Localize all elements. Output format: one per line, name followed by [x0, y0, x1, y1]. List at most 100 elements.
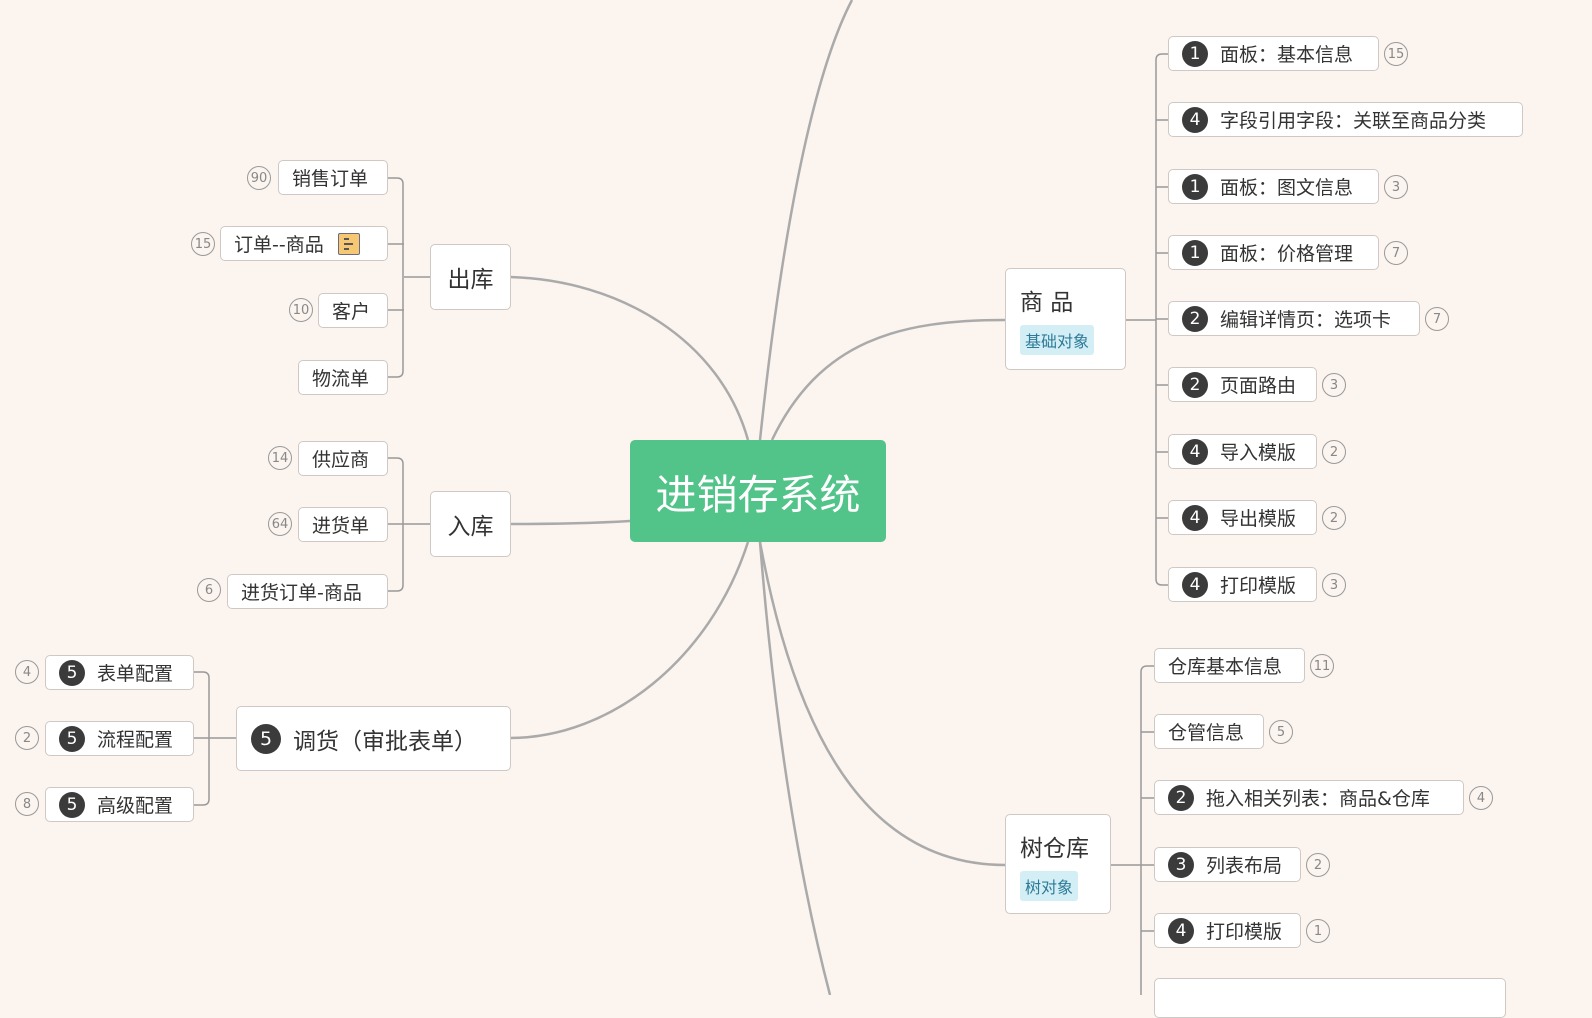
product-child-node[interactable]: 1 面板：基本信息 — [1168, 36, 1379, 71]
root-label: 进销存系统 — [655, 471, 861, 519]
node-label: 打印模版 — [1206, 921, 1283, 943]
product-child-node[interactable]: 2 编辑详情页：选项卡 — [1168, 301, 1420, 336]
child-count-badge: 11 — [1310, 654, 1334, 678]
product-child-node[interactable]: 1 面板：价格管理 — [1168, 235, 1379, 270]
priority-icon: 2 — [1182, 371, 1208, 398]
node-label: 进货订单-商品 — [241, 582, 362, 604]
node-label: 销售订单 — [292, 168, 369, 190]
node-label: 仓管信息 — [1168, 722, 1245, 744]
child-count-badge: 5 — [1269, 720, 1293, 744]
outbound-node[interactable]: 出库 — [430, 244, 511, 310]
transfer-node[interactable]: 5 调货（审批表单） — [236, 706, 511, 771]
note-icon[interactable] — [337, 232, 360, 255]
child-count-badge: 3 — [1322, 573, 1346, 597]
child-count-badge: 4 — [1469, 786, 1493, 810]
node-label: 导入模版 — [1220, 442, 1297, 464]
node-label: 物流单 — [312, 368, 370, 390]
warehouse-node[interactable]: 树仓库树对象 — [1005, 814, 1111, 914]
warehouse-child-offscreen[interactable] — [1154, 978, 1506, 1018]
object-type-tag: 基础对象 — [1020, 325, 1095, 355]
child-count-badge: 3 — [1384, 175, 1408, 199]
node-label: 列表布局 — [1206, 855, 1283, 877]
child-count-badge: 6 — [197, 578, 221, 602]
inbound-child-supplier[interactable]: 供应商 — [298, 441, 388, 476]
child-count-badge: 15 — [1384, 42, 1408, 66]
outbound-child-customer[interactable]: 客户 — [318, 293, 388, 328]
node-label: 面板：图文信息 — [1220, 177, 1354, 199]
node-label: 字段引用字段：关联至商品分类 — [1220, 110, 1487, 132]
child-count-badge: 2 — [1322, 506, 1346, 530]
node-label: 表单配置 — [97, 663, 174, 685]
priority-icon: 5 — [59, 659, 85, 686]
priority-icon: 2 — [1182, 305, 1208, 332]
node-label: 流程配置 — [97, 729, 174, 751]
connector-lines — [193, 0, 1168, 995]
transfer-label: 调货（审批表单） — [293, 728, 477, 755]
outbound-label: 出库 — [447, 267, 494, 293]
child-count-badge: 2 — [15, 726, 39, 750]
priority-icon: 2 — [1168, 784, 1194, 811]
priority-icon: 1 — [1182, 173, 1208, 200]
priority-icon: 4 — [1182, 106, 1208, 133]
warehouse-child-node[interactable]: 3 列表布局 — [1154, 847, 1301, 882]
inbound-node[interactable]: 入库 — [430, 491, 511, 557]
object-type-tag: 树对象 — [1020, 871, 1079, 901]
product-label: 商 品 — [1020, 290, 1074, 316]
priority-icon: 4 — [1182, 438, 1208, 465]
node-label: 页面路由 — [1220, 375, 1297, 397]
warehouse-child-node[interactable]: 仓库基本信息 — [1154, 648, 1305, 683]
child-count-badge: 10 — [289, 298, 313, 322]
node-label: 拖入相关列表：商品&仓库 — [1206, 788, 1430, 810]
priority-icon: 5 — [251, 723, 281, 754]
warehouse-child-node[interactable]: 2 拖入相关列表：商品&仓库 — [1154, 780, 1464, 815]
transfer-child-form-config[interactable]: 5 表单配置 — [45, 655, 194, 690]
child-count-badge: 2 — [1322, 440, 1346, 464]
outbound-child-logistics[interactable]: 物流单 — [298, 360, 388, 395]
node-label: 仓库基本信息 — [1168, 656, 1283, 678]
child-count-badge: 90 — [247, 166, 271, 190]
product-child-node[interactable]: 4 字段引用字段：关联至商品分类 — [1168, 102, 1523, 137]
product-child-node[interactable]: 4 导入模版 — [1168, 434, 1317, 469]
child-count-badge: 3 — [1322, 373, 1346, 397]
node-label: 导出模版 — [1220, 508, 1297, 530]
node-label: 供应商 — [312, 449, 370, 471]
priority-icon: 1 — [1182, 40, 1208, 67]
product-child-node[interactable]: 4 打印模版 — [1168, 567, 1317, 602]
priority-icon: 4 — [1168, 917, 1194, 944]
child-count-badge: 8 — [15, 792, 39, 816]
child-count-badge: 14 — [268, 446, 292, 470]
node-label: 面板：价格管理 — [1220, 243, 1354, 265]
child-count-badge: 64 — [268, 512, 292, 536]
outbound-child-order-product[interactable]: 订单--商品 — [220, 226, 388, 261]
node-label: 高级配置 — [97, 795, 174, 817]
transfer-child-advanced-config[interactable]: 5 高级配置 — [45, 787, 194, 822]
priority-icon: 1 — [1182, 239, 1208, 266]
warehouse-label: 树仓库 — [1020, 836, 1089, 862]
child-count-badge: 7 — [1384, 241, 1408, 265]
priority-icon: 3 — [1168, 851, 1194, 878]
product-child-node[interactable]: 2 页面路由 — [1168, 367, 1317, 402]
child-count-badge: 7 — [1425, 307, 1449, 331]
node-label: 面板：基本信息 — [1220, 44, 1354, 66]
child-count-badge: 2 — [1306, 853, 1330, 877]
child-count-badge: 1 — [1306, 919, 1330, 943]
node-label: 打印模版 — [1220, 575, 1297, 597]
priority-icon: 4 — [1182, 571, 1208, 598]
outbound-child-sales-order[interactable]: 销售订单 — [278, 160, 388, 195]
warehouse-child-node[interactable]: 4 打印模版 — [1154, 913, 1301, 948]
product-node[interactable]: 商 品基础对象 — [1005, 268, 1126, 370]
root-node[interactable]: 进销存系统 — [630, 440, 886, 542]
child-count-badge: 15 — [191, 232, 215, 256]
priority-icon: 5 — [59, 791, 85, 818]
child-count-badge: 4 — [15, 660, 39, 684]
warehouse-child-node[interactable]: 仓管信息 — [1154, 714, 1264, 749]
inbound-child-purchase-order-product[interactable]: 进货订单-商品 — [227, 574, 388, 609]
inbound-label: 入库 — [447, 514, 494, 540]
product-child-node[interactable]: 1 面板：图文信息 — [1168, 169, 1379, 204]
node-label: 客户 — [332, 301, 371, 323]
node-label: 编辑详情页：选项卡 — [1220, 309, 1392, 331]
node-label: 进货单 — [312, 515, 370, 537]
inbound-child-purchase[interactable]: 进货单 — [298, 507, 388, 542]
